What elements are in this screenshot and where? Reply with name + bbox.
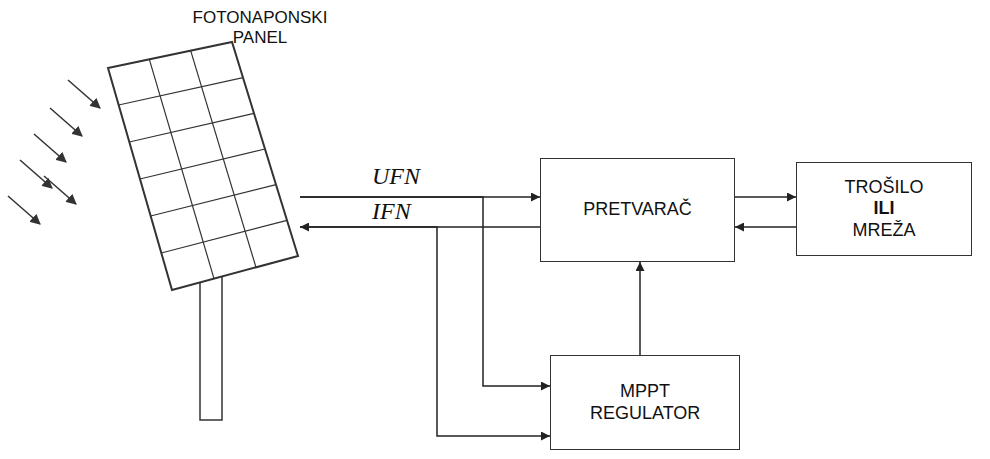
load-box: TROŠILOILIMREŽA: [796, 162, 972, 256]
pv-panel-node: FOTONAPONSKI PANEL: [95, 2, 300, 422]
panel-cells: [119, 51, 287, 279]
box-label: ILI: [874, 198, 895, 220]
sun-rays: [8, 80, 100, 224]
signal-name: IFN: [370, 198, 413, 224]
box-label: MREŽA: [853, 220, 916, 242]
box-label: MPPT REGULATOR: [590, 381, 700, 424]
signal-name: UFN: [370, 163, 422, 189]
signal-arrow: [639, 262, 641, 355]
signal-arrow: [300, 197, 550, 386]
signal-arrow: [735, 196, 796, 198]
box-label: PRETVARAČ: [583, 199, 692, 221]
box-label: TROŠILO: [844, 177, 923, 199]
mppt-box: MPPT REGULATOR: [550, 355, 740, 450]
signal-arrow: [735, 226, 796, 228]
signal-arrow: [300, 227, 550, 436]
panel-outline: [108, 42, 298, 290]
panel-heading: FOTONAPONSKI PANEL: [180, 8, 340, 49]
panel-stand: [200, 262, 222, 420]
converter-box: PRETVARAČ: [540, 158, 735, 262]
